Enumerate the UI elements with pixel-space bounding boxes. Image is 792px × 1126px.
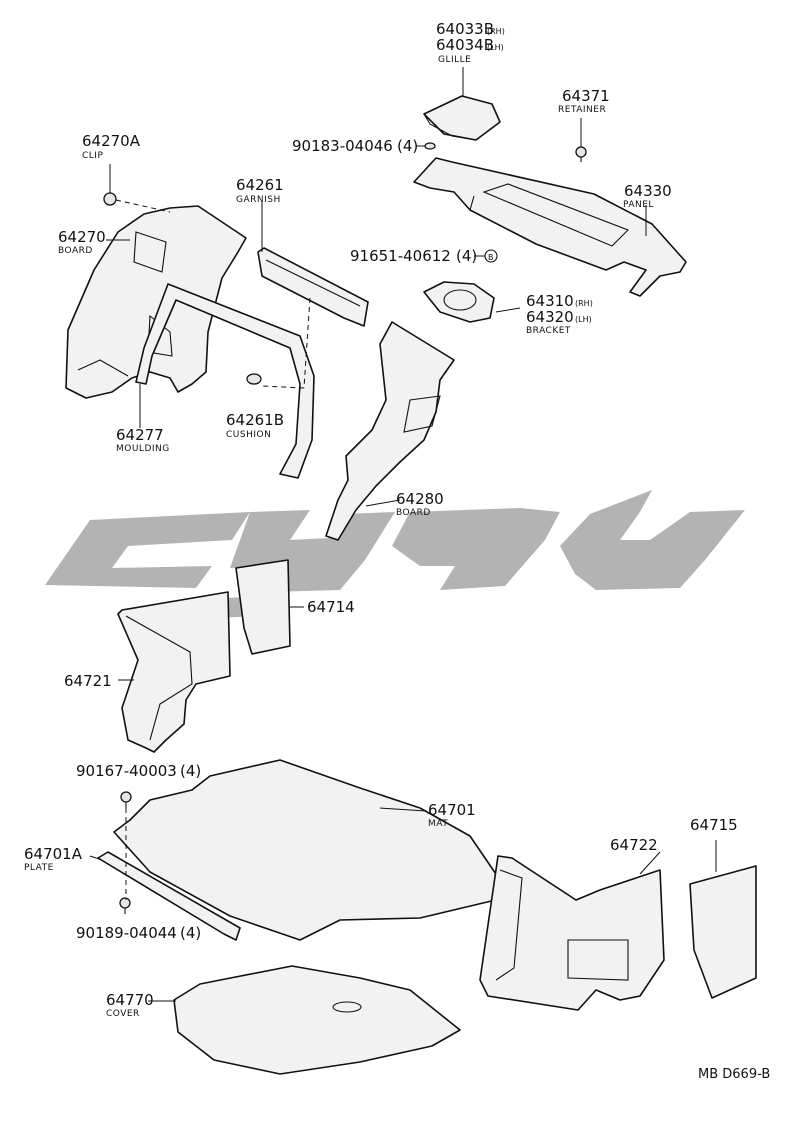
cover-shape [173,965,461,1075]
grille-shape [423,95,501,141]
moulding-shape [135,283,315,479]
part-suffix-64310: (RH) [575,299,593,308]
part-name-64320: BRACKET [526,326,571,336]
part-number-64270a: 64270A [82,132,141,150]
pad-64715-shape [689,865,757,999]
part-name-64261: GARNISH [236,195,281,205]
part-name-64270a: CLIP [82,151,103,161]
part-name-64701: MAT [428,819,448,829]
part-number-64033b: 64033B [436,20,494,38]
part-number-64320: 64320 [526,308,574,326]
part-number-64770: 64770 [106,991,154,1009]
part-qty-90167: (4) [180,762,201,780]
part-suffix-64320: (LH) [575,315,592,324]
right-board-shape [325,321,455,541]
part-number-64722: 64722 [610,836,658,854]
side-trim-left-shape [117,591,231,753]
part-name-64330: PANEL [623,200,654,210]
panel-shape [413,157,687,297]
part-qty-90183: (4) [397,137,418,155]
part-number-64034b: 64034B [436,36,494,54]
part-number-64701a: 64701A [24,845,83,863]
part-number-64280: 64280 [396,490,444,508]
part-qty-90189: (4) [180,924,201,942]
part-number-90183: 90183-04046 [292,137,393,155]
part-number-90167: 90167-40003 [76,762,177,780]
washer-shape [424,142,436,150]
part-number-64261: 64261 [236,176,284,194]
part-name-64701a: PLATE [24,863,54,873]
watermark-logo [45,490,745,618]
plate-shape [97,851,241,941]
part-qty-91651: (4) [456,247,477,265]
part-number-90189: 90189-04044 [76,924,177,942]
side-trim-right-shape [479,855,665,1011]
part-name-64270: BOARD [58,246,93,256]
part-name-64770: COVER [106,1009,140,1019]
part-number-64310: 64310 [526,292,574,310]
mat-shape [113,759,505,941]
part-name-64280: BOARD [396,508,431,518]
garnish-shape [257,247,369,327]
part-name-64261b: CUSHION [226,430,271,440]
retainer-clip-shape [575,146,587,162]
part-number-64715: 64715 [690,816,738,834]
part-number-64330: 64330 [624,182,672,200]
cushion-shape [246,373,262,385]
diagram-code: MB D669-B [698,1067,770,1082]
part-number-64277: 64277 [116,426,164,444]
part-number-64721: 64721 [64,672,112,690]
clip-shape [103,192,117,206]
pad-64714-shape [235,559,291,655]
screw-90189-shape [119,897,131,914]
part-suffix-64033b: (RH) [487,27,505,36]
part-number-64714: 64714 [307,598,355,616]
part-number-64270: 64270 [58,228,106,246]
part-name-64277: MOULDING [116,444,170,454]
leader-lines [89,67,717,1002]
part-number-64261b: 64261B [226,411,284,429]
bracket-shape [423,281,495,323]
screw-90167-shape [120,791,132,808]
part-number-91651: 91651-40612 [350,247,451,265]
bolt-marker-b: B [488,253,494,262]
part-name-64371: RETAINER [558,105,606,115]
part-number-64701: 64701 [428,801,476,819]
part-number-64371: 64371 [562,87,610,105]
part-name-64034b: GLILLE [438,55,471,65]
part-suffix-64034b: (LH) [487,43,504,52]
